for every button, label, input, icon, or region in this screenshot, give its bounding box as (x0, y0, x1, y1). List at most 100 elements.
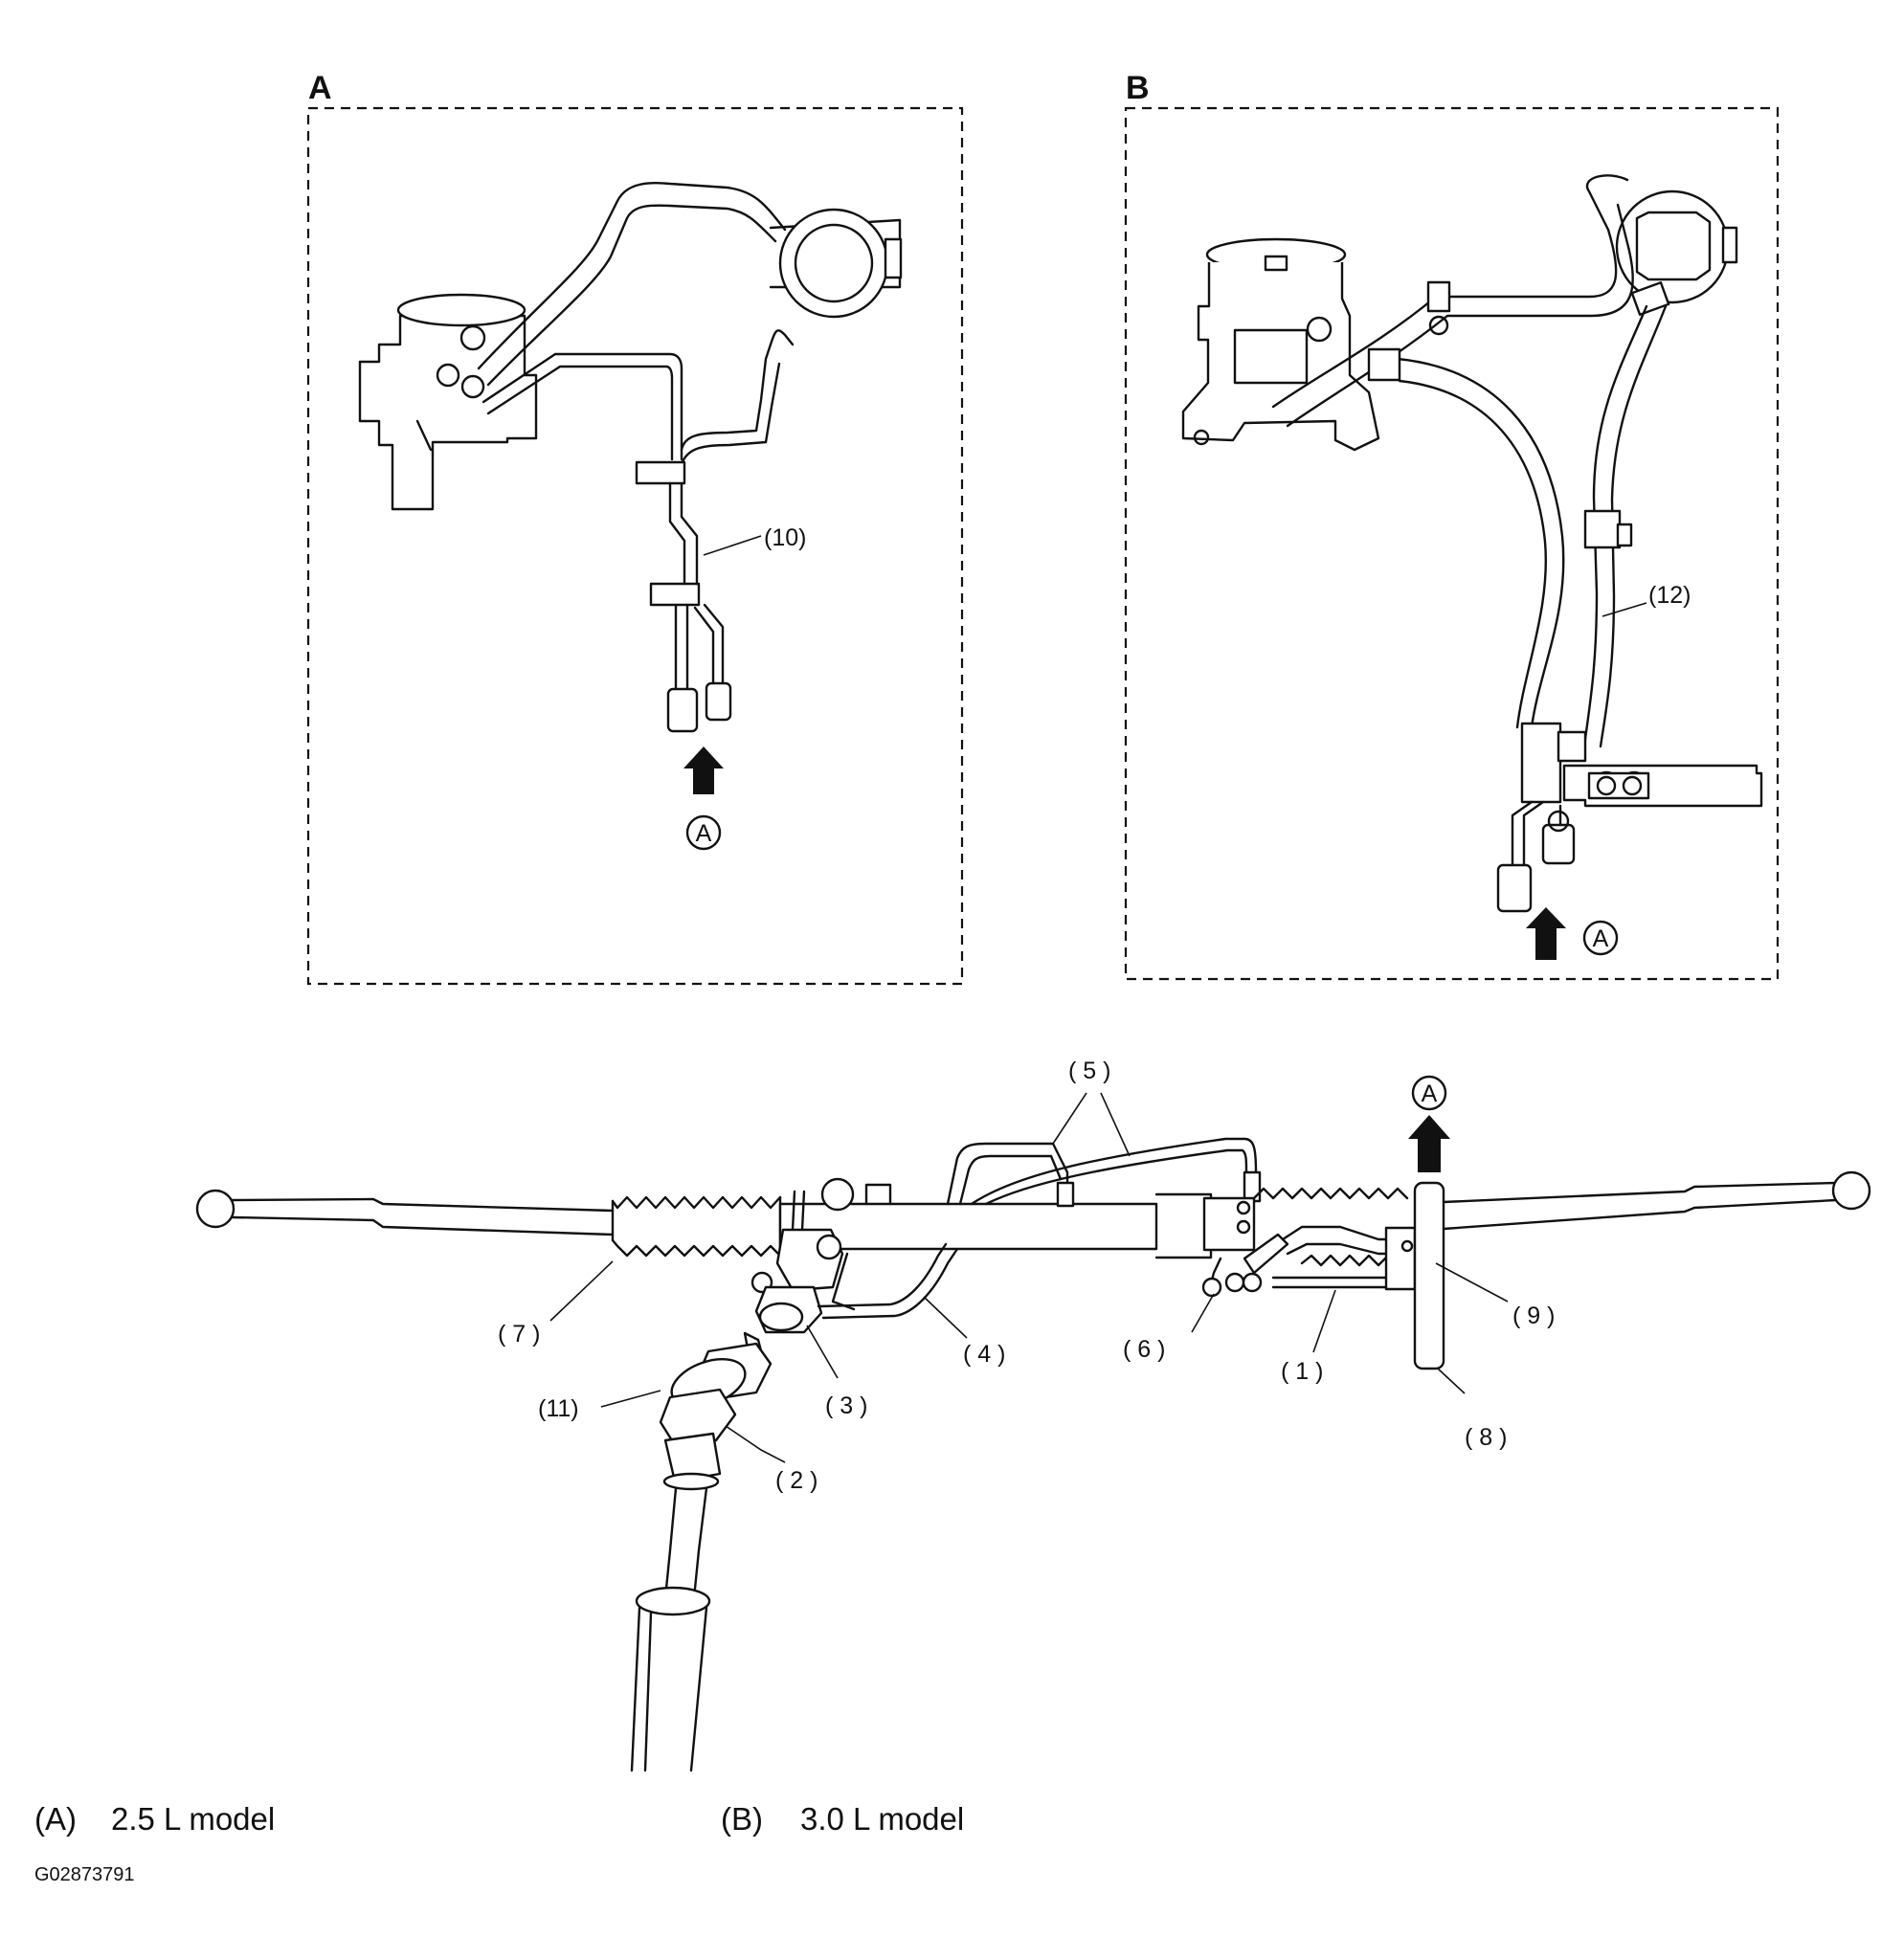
panel-a-clamp-upper (635, 460, 686, 485)
pipe-5-fitting-b (1243, 1170, 1262, 1203)
panel-b-return-hose-a (1271, 174, 1629, 409)
callout-2: ( 2 ) (775, 1467, 818, 1494)
panel-a-pressure-pipe (666, 481, 732, 733)
boot-left-top (611, 1195, 782, 1210)
panel-a-feed-hose-outer (680, 329, 795, 452)
leader-11 (600, 1390, 661, 1408)
leader-8 (1437, 1368, 1466, 1394)
bracket-8 (1413, 1181, 1445, 1370)
shaft-tube-left (630, 1606, 641, 1772)
leader-6 (1191, 1293, 1215, 1333)
panel-b-return-hose-inner (1599, 304, 1668, 748)
panel-b-leader-12 (1602, 602, 1647, 617)
panel-b-oil-pump (1181, 237, 1380, 452)
boot-right-top (1252, 1187, 1409, 1200)
panel-a-flow-marker: A (696, 820, 712, 847)
leader-4 (923, 1296, 968, 1339)
shaft-neck-right (693, 1486, 708, 1591)
panel-b-flow-marker: A (1593, 925, 1609, 952)
panel-b-pressure-pipe (1496, 722, 1763, 913)
panel-a-return-hose-outer (477, 181, 787, 370)
shaft-tube-inner (643, 1611, 653, 1772)
leader-3 (806, 1325, 839, 1379)
panel-b-pressure-hose-inner (1398, 379, 1547, 729)
boot-right-bottom (1300, 1254, 1400, 1267)
leader-5a (1052, 1092, 1087, 1145)
panel-a-border (306, 106, 964, 986)
leader-5b (1100, 1092, 1131, 1157)
tie-rod-end-left (195, 1189, 235, 1229)
panel-b: B (1124, 70, 1780, 981)
main-flow-marker-circle (1411, 1075, 1447, 1111)
pipe-5-b-inner (984, 1148, 1248, 1206)
callout-10: (10) (764, 524, 806, 551)
callout-4: ( 4 ) (963, 1341, 1005, 1368)
panel-b-border (1124, 106, 1780, 981)
clamp-9 (1384, 1226, 1417, 1291)
panel-b-return-hose-b (1286, 203, 1634, 428)
panel-a-pipe-inner (486, 365, 674, 461)
panel-b-return-hose-outer (1582, 304, 1648, 748)
pipe-5-b-outer (970, 1137, 1258, 1206)
boot-left-bottom (611, 1238, 782, 1258)
pipe-5-a-inner (958, 1154, 1063, 1206)
callout-9: ( 9 ) (1512, 1303, 1555, 1329)
callout-3: ( 3 ) (825, 1392, 867, 1419)
leader-7 (549, 1260, 614, 1322)
panel-a-oil-pump (358, 293, 538, 511)
panel-a-clamp-lower (649, 582, 701, 607)
panel-a-leader-10 (703, 535, 762, 556)
main-flow-marker: A (1422, 1080, 1438, 1107)
panel-a-flow-arrow (683, 746, 724, 794)
right-cylinder-assembly (1201, 1196, 1409, 1298)
housing-boss (864, 1183, 892, 1206)
panel-a-pipe-outer (482, 352, 683, 461)
shaft-tube-right (689, 1606, 708, 1772)
tie-rod-end-right (1831, 1170, 1871, 1211)
panel-b-pressure-hose-outer (1396, 357, 1565, 729)
panel-a-return-hose-inner (486, 204, 777, 387)
pinion-valve-assembly (750, 1177, 856, 1334)
tie-rod-left-top (231, 1197, 615, 1213)
leader-9 (1435, 1262, 1509, 1303)
callout-12: (12) (1648, 582, 1691, 609)
legend-a-key: (A) (34, 1801, 77, 1837)
panel-a: A (306, 70, 964, 986)
clamp-9-bolt (1400, 1239, 1414, 1253)
legend-b-text: 3.0 L model (800, 1801, 964, 1837)
callout-5: ( 5 ) (1068, 1058, 1110, 1084)
panel-b-bolt (1428, 315, 1449, 336)
tie-rod-left-bottom (231, 1215, 615, 1236)
panel-b-clamp-tab (1616, 523, 1633, 547)
steering-gearbox: A ( 1 ) ( 2 ) ( 3 ) ( 4 ) ( 5 ) ( 6 ) ( … (195, 1058, 1871, 1772)
legend: (A) 2.5 L model (B) 3.0 L model G0287379… (34, 1801, 964, 1885)
panel-b-flow-arrow (1526, 907, 1566, 960)
panel-b-clamp-top (1426, 280, 1451, 313)
legend-a-text: 2.5 L model (111, 1801, 275, 1837)
shaft-neck-left (664, 1486, 678, 1591)
universal-joint (659, 1331, 773, 1491)
panel-a-reservoir (769, 208, 903, 319)
panel-b-hose-fitting (1367, 347, 1401, 382)
callout-6: ( 6 ) (1123, 1336, 1165, 1363)
panel-a-feed-hose-inner (680, 362, 781, 466)
tie-rod-right-bottom (1442, 1198, 1838, 1231)
panel-b-letter: B (1126, 70, 1150, 106)
shaft-collar (635, 1586, 711, 1616)
callout-8: ( 8 ) (1465, 1424, 1507, 1451)
panel-a-flow-marker-circle (685, 814, 722, 851)
tie-rod-right-top (1442, 1181, 1838, 1204)
panel-b-clamp-mid (1583, 509, 1622, 549)
pipe-5-fitting-a (1056, 1181, 1075, 1208)
callout-11: (11) (538, 1395, 579, 1422)
legend-b-key: (B) (721, 1801, 763, 1837)
callout-7: ( 7 ) (498, 1321, 540, 1348)
pipe-5-a-outer (946, 1142, 1069, 1206)
figure-id: G02873791 (34, 1864, 135, 1885)
pipe-4-inner (817, 1242, 948, 1308)
callout-1: ( 1 ) (1281, 1358, 1323, 1385)
panel-a-letter: A (308, 70, 332, 106)
housing-end (1154, 1192, 1213, 1259)
pipe-4-outer (821, 1247, 959, 1320)
